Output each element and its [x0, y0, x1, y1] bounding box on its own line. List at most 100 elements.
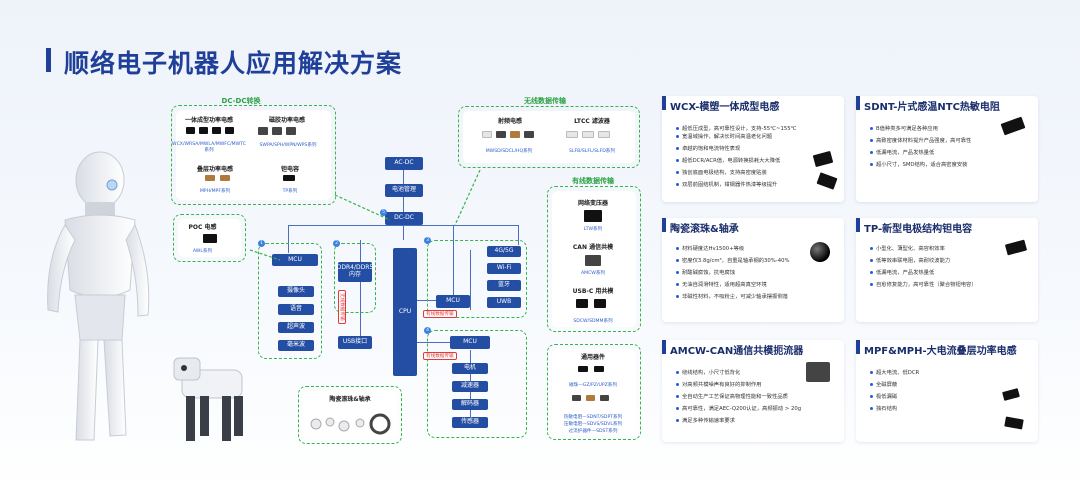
feature-item: 自愈修复能力，高可靠性（聚合物钽电容） — [870, 280, 977, 288]
feature-item: 高致密度体材料提升产品强度，高可靠性 — [870, 136, 971, 144]
connector-line — [288, 225, 290, 253]
feature-item: B值种类多可满足各种应用 — [870, 124, 938, 132]
connector-line — [288, 225, 518, 227]
connector-line — [360, 240, 362, 340]
chip-icon — [220, 175, 230, 181]
connector-line — [453, 225, 455, 300]
chip-icon — [510, 131, 520, 138]
feature-item: 超大电流、低DCR — [870, 368, 919, 376]
feature-item: 低漏电流，产品发热量低 — [870, 148, 934, 156]
ddr-memory-block: DDR4/DDR5内存 — [337, 262, 373, 282]
dcdc-group-1-label: 一体成型功率电感 — [184, 117, 233, 124]
chip-icon — [212, 127, 221, 134]
dcdc-group-1-sub: WCX/WRSA/MWLA/MWFC/MWTC系列 — [172, 142, 246, 153]
usb-interface-block: USB接口 — [338, 336, 372, 349]
feature-item: 高可靠性，满足AEC-Q200认证，高频振动 > 20g — [676, 404, 801, 412]
dashed-arrows — [249, 169, 481, 261]
feature-item: 超低压成型，高可靠性设计，支持-55℃~155℃ — [676, 124, 797, 132]
poc-sub: AWL系列 — [192, 249, 213, 254]
ceramic-title: 陶瓷滚珠&轴承 — [329, 396, 371, 403]
feature-item: 材料硬度达Hv1500+等级 — [676, 244, 744, 252]
feature-item: 无油自润滑特性，适用超高真空环境 — [676, 280, 767, 288]
dcdc-group-2-label: 磁胶功率电感 — [268, 117, 305, 124]
chip-icon — [584, 210, 602, 222]
dcdc-group — [171, 105, 336, 205]
card-wcx: WCX-模塑一体成型电感 超低压成型，高可靠性设计，支持-55℃~155℃ 宽温… — [662, 96, 844, 202]
general-sub-4: 过流护器件—SDST系列 — [568, 429, 618, 434]
number-badge: 1 — [258, 240, 265, 247]
wired-group-1-label: 网络变压器 — [577, 200, 608, 207]
chip-icon — [286, 127, 296, 135]
dcdc-group-3-sub: MPH/MPF系列 — [199, 189, 231, 194]
connector-line — [416, 342, 456, 344]
wired-group-2-sub: AMCW系列 — [580, 271, 606, 276]
feature-item: 耐酸碱腐蚀，抗电腐蚀 — [676, 268, 735, 276]
number-badge: 2 — [333, 240, 340, 247]
card-accent — [856, 340, 860, 354]
wireless-group-1-label: 射频电感 — [497, 118, 522, 125]
general-title: 通用器件 — [580, 354, 605, 361]
connector-line — [470, 250, 472, 310]
feature-item: 超低DCR/ACR值，电源转换损耗大大降低 — [676, 156, 780, 164]
feature-item: 全磁屏蔽 — [870, 380, 897, 388]
sensor-mcu-group — [258, 243, 322, 359]
card-wcx-title: WCX-模塑一体成型电感 — [670, 102, 780, 113]
mcu-left-block: MCU — [272, 254, 318, 266]
wireless-group-2-label: LTCC 滤波器 — [574, 118, 610, 125]
sensor-block: 传感器 — [452, 417, 488, 428]
card-tp: TP-新型电极结构钽电容 小型化、薄型化、高容积效率 低等效串联电阻，高耐纹波能… — [856, 218, 1038, 322]
cpu-block: CPU — [393, 248, 417, 376]
tag-wired-2: 有线数据传输 — [423, 352, 457, 360]
dcdc-group-3-label: 叠层功率电感 — [196, 166, 233, 173]
bluetooth-block: 蓝牙 — [487, 280, 521, 291]
card-accent — [662, 340, 666, 354]
tag-wireless: 无线数据传输 — [338, 290, 346, 324]
voice-block: 语音 — [278, 304, 314, 315]
chip-icon — [186, 127, 195, 134]
chip-icon — [203, 234, 217, 243]
chip-icon — [225, 127, 234, 134]
general-sub-1: 磁珠—GZ/PZ/UPZ系列 — [569, 383, 617, 388]
chip-icon — [496, 131, 506, 138]
wired-group-1-sub: LTW系列 — [583, 227, 603, 232]
card-sdnt-title: SDNT-片式感温NTC热敏电阻 — [864, 102, 1000, 113]
ceramic-ball-image — [810, 242, 830, 262]
chip-icon — [585, 255, 601, 266]
wireless-group-1-sub: MWSD/SDCL/HQ系列 — [485, 149, 533, 154]
feature-item: 极低漏磁 — [870, 392, 897, 400]
chip-icon — [600, 395, 609, 401]
card-tp-title: TP-新型电极结构钽电容 — [864, 224, 973, 235]
wired-group-3-sub: SDCW/SDMM系列 — [573, 319, 613, 324]
general-sub-3: 压敏电阻—SDVS/SDVL系列 — [563, 422, 623, 427]
encoder-block: 解码器 — [452, 399, 488, 410]
card-sdnt: SDNT-片式感温NTC热敏电阻 B值种类多可满足各种应用 高致密度体材料提升产… — [856, 96, 1038, 202]
chip-icon — [594, 366, 604, 372]
feature-item: 低等效串联电阻，高耐纹波能力 — [870, 256, 950, 264]
motion-mcu-group — [427, 330, 527, 438]
feature-item: 超小尺寸，SMD结构，适合高密度安装 — [870, 160, 967, 168]
dcdc-group-2-sub: SWPA/SPH/WPN/WPS系列 — [259, 143, 317, 148]
mmwave-block: 毫米波 — [278, 340, 314, 351]
robot-dog-image — [173, 357, 243, 441]
tag-wired-1: 有线数据传输 — [423, 310, 457, 318]
feature-item: 低漏电流，产品发热量低 — [870, 268, 934, 276]
wireless-mcu-group — [427, 240, 527, 318]
card-accent — [856, 96, 860, 110]
acdc-block: AC-DC — [385, 157, 423, 170]
feature-item: 双层前固结机制，钳钢器件热漆等级提升 — [676, 180, 777, 188]
card-amcw: AMCW-CAN通信共模扼流器 绕线结构，小尺寸低背化 对高频共模噪声有良好的抑… — [662, 340, 844, 442]
general-sub-2: 热敏电阻—SDNT/SDPT系列 — [563, 415, 623, 420]
chip-icon — [598, 131, 610, 138]
feature-item: 对高频共模噪声有良好的抑制作用 — [676, 380, 761, 388]
uwb-block: UWB — [487, 297, 521, 308]
feature-item: 小型化、薄型化、高容积效率 — [870, 244, 945, 252]
chip-icon — [572, 395, 581, 401]
dcdc-inner — [176, 110, 331, 200]
feature-item: 密度仅3.8g/cm³，自重是轴承钢的30%-40% — [676, 256, 790, 264]
feature-item: 非磁性材料，不吸粉尘，可减少轴承摆振侧落 — [676, 292, 788, 300]
card-amcw-title: AMCW-CAN通信共模扼流器 — [670, 346, 804, 357]
wireless-group-2-sub: SLFB/SLFL/SLFD系列 — [569, 149, 615, 154]
chip-icon — [482, 131, 492, 138]
chip-icon — [578, 366, 588, 372]
mcu-bottom-block: MCU — [450, 336, 490, 349]
